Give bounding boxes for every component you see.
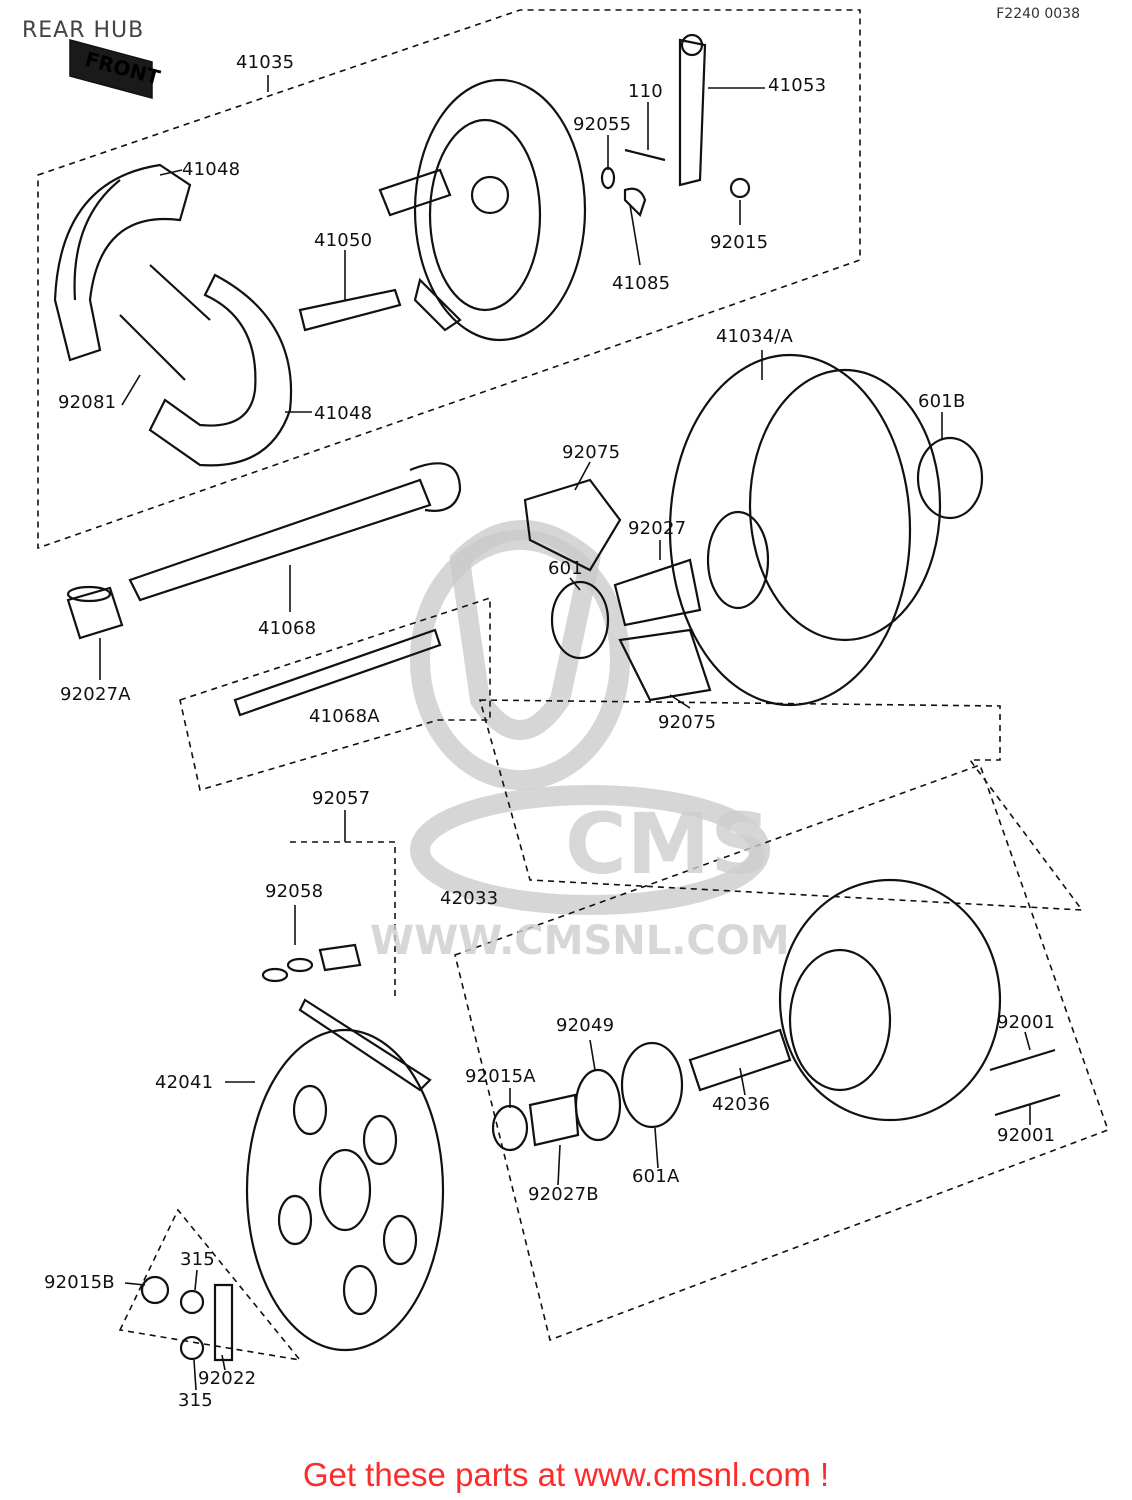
watermark-brand: CMS (565, 795, 771, 893)
part-label-41068: 41068 (258, 618, 317, 639)
front-marker: FRONT (69, 39, 163, 99)
brake-lever (678, 38, 707, 187)
sprocket-fastener-box (118, 1208, 302, 1362)
brake-spring-lower (119, 314, 186, 381)
part-label-41034A: 41034/A (716, 326, 794, 347)
sprocket-coupling (778, 878, 1002, 1122)
watermark-logo (410, 520, 770, 915)
part-label-92015A: 92015A (465, 1066, 536, 1087)
bolt-315-lower (179, 1335, 205, 1361)
lever-bolt (624, 148, 666, 162)
watermark-url: WWW.CMSNL.COM (370, 918, 790, 964)
part-label-92027A: 92027A (60, 684, 131, 705)
part-label-92075-upper: 92075 (562, 442, 621, 463)
bolt-92001-lower (994, 1093, 1061, 1117)
brake-spring-upper (149, 264, 211, 321)
nut-92015A (491, 1104, 529, 1152)
brake-shoe-lower (148, 273, 293, 467)
page-title: REAR HUB (22, 18, 145, 43)
brake-camshaft (298, 288, 402, 332)
axle-sleeve (66, 585, 124, 640)
part-label-92001-upper: 92001 (997, 1012, 1056, 1033)
part-label-92027: 92027 (628, 518, 687, 539)
nut-92015B (140, 1275, 170, 1305)
part-label-92055: 92055 (573, 114, 632, 135)
part-label-42036: 42036 (712, 1094, 771, 1115)
part-label-110: 110 (628, 81, 663, 102)
rear-sprocket (245, 1028, 445, 1352)
bearing-601A (620, 1041, 684, 1129)
part-label-315-upper: 315 (180, 1249, 215, 1270)
part-label-92001-lower: 92001 (997, 1125, 1056, 1146)
footer-link-text[interactable]: Get these parts at www.cmsnl.com ! (302, 1456, 830, 1493)
bolt-315-upper (179, 1289, 205, 1315)
part-label-41035: 41035 (236, 52, 295, 73)
chain-joint (261, 943, 362, 983)
axle-group-box (179, 596, 491, 792)
oil-seal-92049 (574, 1068, 622, 1142)
brake-shoe-upper (53, 163, 192, 362)
hub-collar (613, 558, 702, 627)
part-label-92015: 92015 (710, 232, 769, 253)
part-label-601B: 601B (918, 391, 966, 412)
bearing-601 (550, 580, 610, 660)
diagram-code: F2240 0038 (996, 6, 1080, 22)
rear-axle (128, 462, 462, 602)
hub-damper-lower (618, 628, 712, 702)
nut-92015 (729, 177, 751, 199)
axle-alternate (233, 628, 442, 717)
leader-lines (99, 75, 1031, 1391)
part-label-92022: 92022 (198, 1368, 257, 1389)
hub-group-box (478, 699, 1084, 911)
part-label-92049: 92049 (556, 1015, 615, 1036)
chain-joint-box (290, 841, 396, 1000)
part-label-41085: 41085 (612, 273, 671, 294)
wear-indicator (623, 187, 647, 218)
part-label-41053: 41053 (768, 75, 827, 96)
part-label-41068A: 41068A (309, 706, 380, 727)
part-label-92057: 92057 (312, 788, 371, 809)
part-label-92081: 92081 (58, 392, 117, 413)
part-label-601: 601 (548, 558, 583, 579)
washer-92055 (600, 166, 616, 190)
part-label-92027B: 92027B (528, 1184, 599, 1205)
part-label-41050: 41050 (314, 230, 373, 251)
part-label-42041: 42041 (155, 1072, 214, 1093)
part-label-42033: 42033 (440, 888, 499, 909)
brake-panel-group-box (37, 9, 861, 550)
brake-panel (378, 78, 587, 342)
part-label-601A: 601A (632, 1166, 680, 1187)
part-label-41048-lower: 41048 (314, 403, 373, 424)
collar-92027B (528, 1093, 580, 1147)
part-label-92015B: 92015B (44, 1272, 115, 1293)
part-label-41048-upper: 41048 (182, 159, 241, 180)
bolt-92001-upper (989, 1048, 1056, 1072)
part-label-92058: 92058 (265, 881, 324, 902)
bearing-601B (916, 436, 984, 520)
rear-wheel-hub (668, 353, 942, 707)
sprocket-coupling-shaft (688, 1028, 792, 1092)
sprocket-hub-group-box (454, 763, 1110, 1342)
lock-plate-92022 (213, 1283, 234, 1362)
part-label-315-lower: 315 (178, 1390, 213, 1411)
drive-chain (298, 998, 432, 1092)
part-label-92075-lower: 92075 (658, 712, 717, 733)
